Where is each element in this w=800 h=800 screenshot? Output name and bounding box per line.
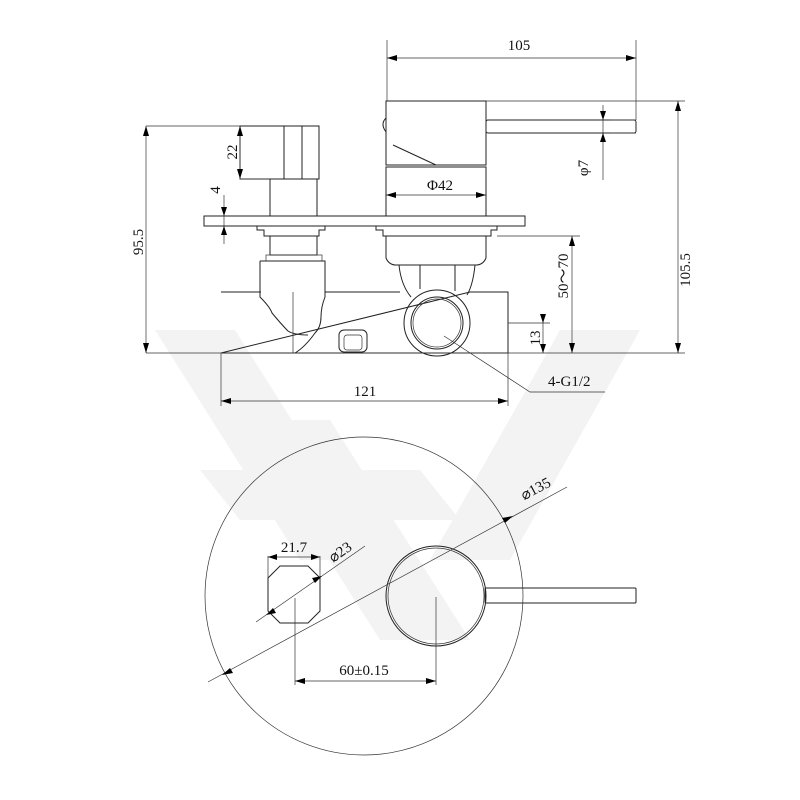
knob-stem [269,178,318,217]
cover-plate-circle [204,436,524,756]
dimensions-side: 105 φ7 Φ42 22 4 95.5 105.5 [131,38,694,406]
dim-121: 121 [354,384,377,400]
side-view: 105 φ7 Φ42 22 4 95.5 105.5 [131,38,694,406]
handle-button [382,117,387,133]
dim-21-7: 21.7 [281,540,308,556]
dim-50-70: 50～70 [556,253,572,298]
dim-105: 105 [508,38,531,54]
dim-4: 4 [208,186,224,194]
port-callout: 4-G1/2 [548,374,591,390]
dim-22: 22 [225,145,241,160]
left-flange [256,225,326,237]
dim-13: 13 [528,331,544,346]
lever [485,119,637,134]
handle-body [385,100,487,166]
outlet-port [403,289,471,357]
slot [338,329,368,353]
lever-front [484,587,637,604]
diverter-knob [239,125,320,180]
dim-60: 60±0.15 [339,663,388,679]
handle-wedge [392,144,437,166]
dim-105-5: 105.5 [678,253,694,287]
dim-phi7: φ7 [576,159,592,176]
dim-phi42: Φ42 [427,178,453,194]
watermark-logo [155,330,640,640]
dim-95-5: 95.5 [131,229,147,255]
diverter-knob-front [267,565,321,624]
cover-plate [203,215,526,227]
right-flange [375,225,498,237]
thread [265,254,323,262]
